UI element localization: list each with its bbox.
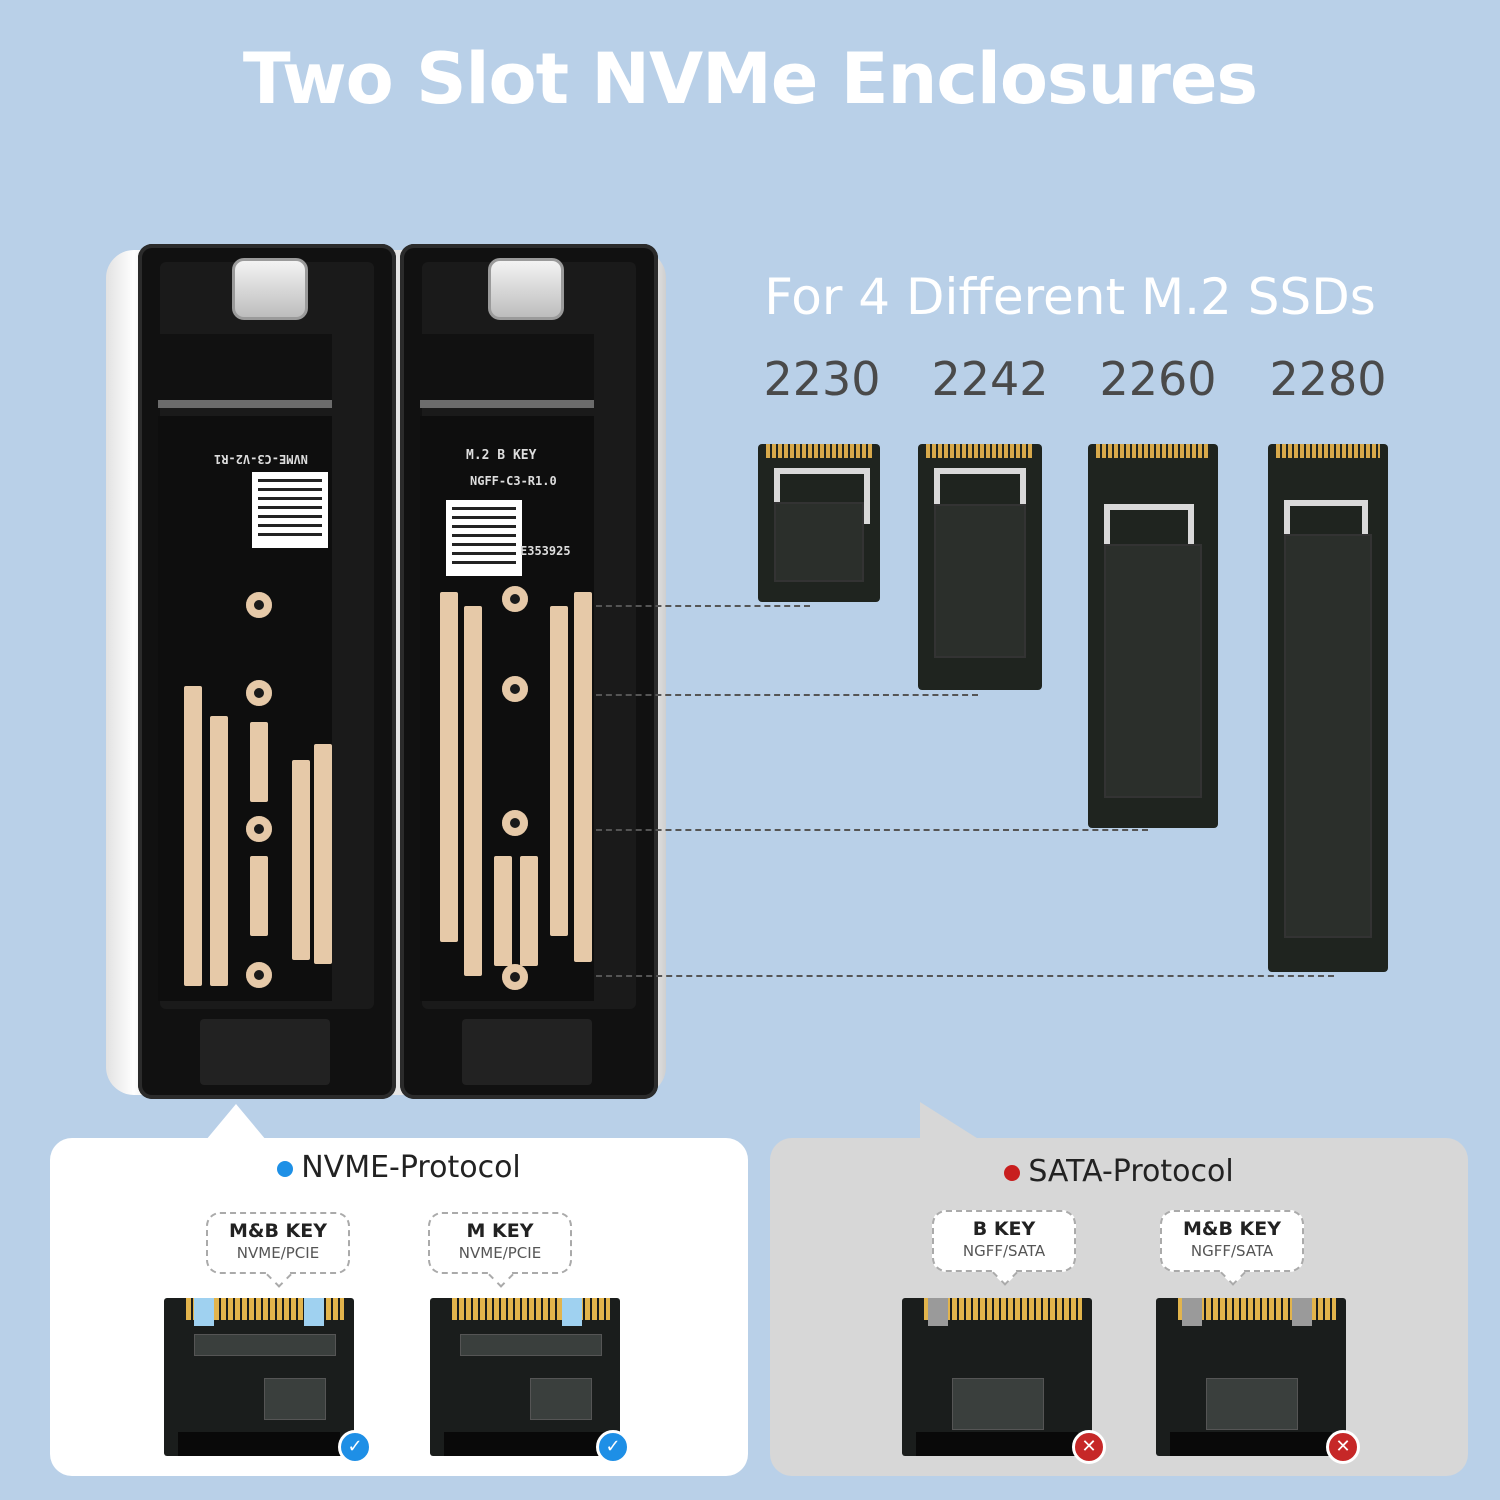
- nvme-protocol-title: NVME-Protocol: [301, 1150, 521, 1185]
- adapter-board: M.2 B KEY NGFF-C3-R1.0 E353925: [420, 416, 594, 1001]
- key-label: M KEY: [466, 1220, 534, 1242]
- key-bubble: M&B KEY NVME/PCIE: [206, 1212, 350, 1288]
- key-bubble: B KEY NGFF/SATA: [932, 1210, 1076, 1286]
- nvme-protocol-panel: NVME-Protocol M&B KEY NVME/PCIE M KEY NV…: [50, 1138, 748, 1476]
- m2-socket: [158, 334, 332, 408]
- board-label: NGFF-C3-R1.0: [470, 474, 557, 488]
- ssd-card-mb-key: [1156, 1298, 1346, 1456]
- ssd-card-mb-key: [164, 1298, 354, 1456]
- ssd-2280: [1268, 444, 1388, 972]
- cross-icon: ✕: [1072, 1430, 1106, 1464]
- page-title: Two Slot NVMe Enclosures: [242, 38, 1258, 120]
- size-label-2230: 2230: [763, 352, 881, 406]
- key-label: M&B KEY: [228, 1220, 328, 1242]
- key-label: M.2 B KEY: [466, 448, 537, 463]
- compatibility-subtitle: For 4 Different M.2 SSDs: [764, 268, 1376, 326]
- usb-c-port: [488, 258, 564, 320]
- sata-protocol-panel: SATA-Protocol B KEY NGFF/SATA M&B KEY NG…: [770, 1138, 1468, 1476]
- qr-code: [446, 500, 522, 576]
- key-label: B KEY: [972, 1218, 1036, 1240]
- length-guide-2260: [596, 829, 1148, 831]
- ssd-2242: [918, 444, 1042, 690]
- protocol-label: NVME/PCIE: [458, 1244, 542, 1262]
- m2-socket: [420, 334, 594, 408]
- key-label: M&B KEY: [1182, 1218, 1282, 1240]
- protocol-label: NGFF/SATA: [962, 1242, 1046, 1260]
- sata-dot: [1004, 1164, 1021, 1181]
- size-label-2280: 2280: [1269, 352, 1387, 406]
- board-label: NVME-C3-V2-R1: [214, 452, 308, 466]
- ssd-card-b-key: [902, 1298, 1092, 1456]
- length-guide-2230: [596, 605, 810, 607]
- check-icon: ✓: [338, 1430, 372, 1464]
- key-bubble: M&B KEY NGFF/SATA: [1160, 1210, 1304, 1286]
- ssd-2230: [758, 444, 880, 602]
- left-tray: NVME-C3-V2-R1: [138, 244, 396, 1099]
- ssd-card-m-key: [430, 1298, 620, 1456]
- right-tray: M.2 B KEY NGFF-C3-R1.0 E353925: [400, 244, 658, 1099]
- cross-icon: ✕: [1326, 1430, 1360, 1464]
- board-code: E353925: [520, 544, 571, 558]
- size-label-2242: 2242: [931, 352, 1049, 406]
- check-icon: ✓: [596, 1430, 630, 1464]
- adapter-board: NVME-C3-V2-R1: [158, 416, 332, 1001]
- qr-code: [252, 472, 328, 548]
- sata-protocol-title: SATA-Protocol: [1028, 1154, 1234, 1189]
- size-label-2260: 2260: [1099, 352, 1217, 406]
- length-guide-2280: [596, 975, 1334, 977]
- ssd-2260: [1088, 444, 1218, 828]
- length-guide-2242: [596, 694, 978, 696]
- nvme-dot: [277, 1160, 294, 1177]
- key-bubble: M KEY NVME/PCIE: [428, 1212, 572, 1288]
- usb-c-port: [232, 258, 308, 320]
- protocol-label: NVME/PCIE: [236, 1244, 320, 1262]
- protocol-label: NGFF/SATA: [1190, 1242, 1274, 1260]
